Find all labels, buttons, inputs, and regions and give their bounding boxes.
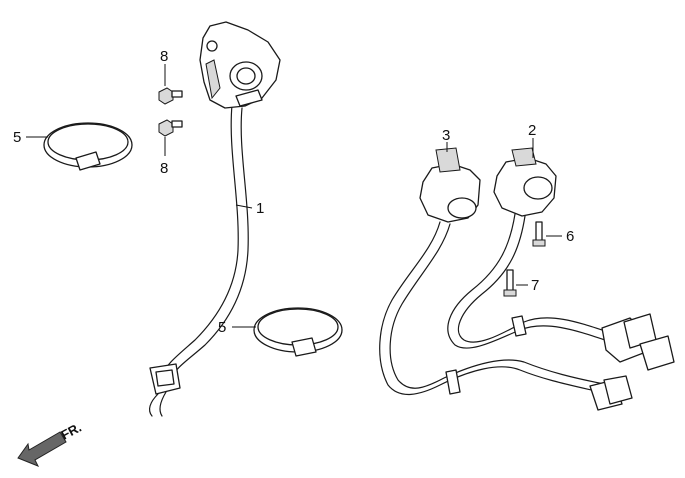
band-clamp-lower <box>253 307 343 357</box>
callout-label-6: 6 <box>566 228 574 245</box>
screw-lower <box>158 119 183 137</box>
callout-8-upper: 8 <box>160 48 168 86</box>
callout-label-8-lower: 8 <box>160 160 168 177</box>
connector-lower <box>589 375 633 411</box>
callout-label-3: 3 <box>442 127 450 144</box>
callout-5-lower: 5 <box>218 319 256 336</box>
callout-2: 2 <box>528 122 536 158</box>
right-switch-housing-2 <box>447 147 609 349</box>
callout-3: 3 <box>442 127 450 152</box>
screw-upper <box>158 87 183 105</box>
front-direction-arrow: FR. <box>17 420 84 467</box>
callout-label-8-upper: 8 <box>160 48 168 65</box>
connector-upper <box>601 313 675 371</box>
callout-label-5-upper: 5 <box>13 129 21 146</box>
callout-label-7: 7 <box>531 277 539 294</box>
left-handlebar-switch <box>148 21 281 417</box>
callout-8-lower: 8 <box>160 137 168 177</box>
band-clamp-upper <box>43 122 133 171</box>
screw-6 <box>532 221 546 247</box>
callout-7: 7 <box>516 277 539 294</box>
callout-label-5-lower: 5 <box>218 319 226 336</box>
callout-label-1: 1 <box>256 200 264 217</box>
right-switch-housing-3 <box>379 147 605 395</box>
callout-6: 6 <box>546 228 574 245</box>
callout-label-2: 2 <box>528 122 536 139</box>
screw-7 <box>503 269 517 297</box>
callout-1: 1 <box>235 200 264 217</box>
callout-5-upper: 5 <box>13 129 48 146</box>
